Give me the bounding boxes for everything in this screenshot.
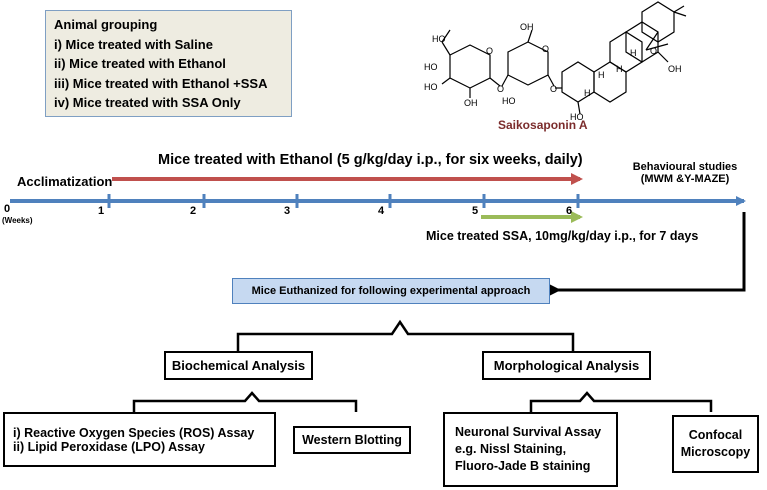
atom-label: HO — [432, 34, 446, 44]
tick-label: 5 — [472, 205, 479, 217]
western-blotting-box: Western Blotting — [293, 426, 411, 454]
euthanize-connector — [547, 212, 746, 297]
atom-label: HO — [424, 62, 438, 72]
confocal-line: Microscopy — [680, 445, 751, 459]
morphological-analysis-box: Morphological Analysis — [482, 351, 651, 380]
atom-label: O — [497, 84, 504, 94]
tick-label: 3 — [284, 205, 291, 217]
acclimatization-label: Acclimatization — [17, 174, 113, 189]
behaviour-line: (MWM &Y-MAZE) — [640, 173, 730, 185]
atom-label: O — [486, 46, 493, 56]
atom-label: O — [650, 46, 657, 56]
assay-line: ii) Lipid Peroxidase (LPO) Assay — [13, 439, 205, 454]
assay-line: i) Reactive Oxygen Species (ROS) Assay — [13, 425, 255, 440]
atom-label: H — [616, 64, 623, 74]
survival-line: Fluoro-Jade B staining — [455, 459, 591, 473]
group-item: i) Mice treated with Saline — [54, 36, 213, 52]
atom-label: OH — [464, 98, 478, 108]
tick-label: 1 — [98, 205, 105, 217]
morphological-brace — [529, 391, 713, 412]
neuronal-survival-box: Neuronal Survival Assay e.g. Nissl Stain… — [443, 412, 618, 487]
tick-label: 6 — [566, 205, 573, 217]
atom-label: HO — [424, 82, 438, 92]
compound-name: Saikosaponin A — [498, 118, 588, 132]
ethanol-treatment-label: Mice treated with Ethanol (5 g/kg/day i.… — [158, 152, 583, 168]
atom-label: O — [542, 44, 549, 54]
behavioural-studies-label: Behavioural studies (MWM &Y-MAZE) — [630, 161, 740, 185]
atom-label: HO — [502, 96, 516, 106]
atom-label: H — [630, 48, 637, 58]
behaviour-line: Behavioural studies — [632, 161, 738, 173]
group-item: iv) Mice treated with SSA Only — [54, 95, 241, 110]
euthanized-box: Mice Euthanized for following experiment… — [232, 278, 550, 304]
animal-grouping-box: Animal grouping i) Mice treated with Sal… — [45, 10, 292, 117]
atom-label: H — [598, 70, 605, 80]
tick-label: 2 — [190, 205, 197, 217]
animal-grouping-title: Animal grouping — [54, 17, 158, 32]
atom-label: HO — [570, 112, 584, 122]
atom-label: O — [550, 84, 557, 94]
survival-line: Neuronal Survival Assay — [455, 425, 602, 439]
biochemical-brace — [132, 391, 358, 412]
group-item: ii) Mice treated with Ethanol — [54, 56, 226, 71]
saikosaponin-structure: HO HO HO OH O O O O HO OH O H H H OH HO … — [424, 1, 687, 122]
top-brace — [236, 319, 575, 352]
group-item: iii) Mice treated with Ethanol +SSA — [54, 75, 268, 91]
biochemical-analysis-box: Biochemical Analysis — [164, 351, 313, 380]
tick-label: 0 — [4, 203, 11, 215]
confocal-microscopy-box: Confocal Microscopy — [672, 415, 759, 473]
confocal-line: Confocal — [688, 428, 743, 442]
atom-label: H — [584, 88, 591, 98]
atom-label: OH — [520, 22, 534, 32]
tick-label: 4 — [378, 205, 385, 217]
survival-line: e.g. Nissl Staining, — [455, 442, 567, 456]
ros-lpo-assay-box: i) Reactive Oxygen Species (ROS) Assay i… — [3, 412, 276, 467]
atom-label: OH — [668, 64, 682, 74]
weeks-unit-label: (Weeks) — [2, 216, 33, 225]
ssa-treatment-label: Mice treated SSA, 10mg/kg/day i.p., for … — [426, 229, 699, 243]
